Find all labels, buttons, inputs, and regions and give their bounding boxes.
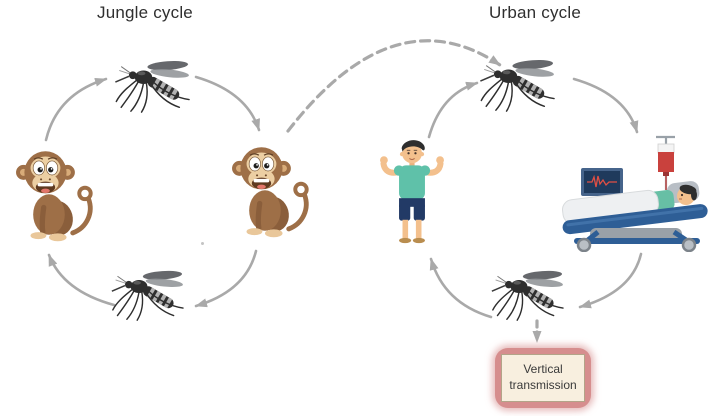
arrow-jungle-monkey-left-to-mosquito-top: [44, 77, 108, 142]
vertical-transmission-label: Vertical transmission: [501, 354, 585, 402]
arrow-urban-mosquito-top-to-patient: [572, 77, 639, 134]
stray-dot: [201, 242, 204, 245]
jungle-mosquito-bottom-icon: [110, 263, 198, 325]
jungle-monkey-left-icon: [12, 146, 100, 247]
arrow-jungle-mosquito-top-to-monkey-right: [194, 75, 261, 132]
urban-cycle-title: Urban cycle: [489, 3, 581, 22]
vertical-transmission-line2: transmission: [509, 378, 577, 392]
dashed-arrow-jungle-to-urban: [286, 39, 502, 133]
arrow-jungle-monkey-right-to-mosquito-bottom: [194, 249, 258, 308]
jungle-monkey-right-icon: [228, 142, 316, 243]
arrow-urban-mosquito-bottom-to-man: [429, 257, 493, 319]
hospital-bed-icon: [562, 132, 710, 252]
healthy-man-icon: [372, 136, 452, 250]
arrow-jungle-mosquito-bottom-to-monkey-left: [47, 253, 116, 307]
jungle-cycle-title: Jungle cycle: [97, 3, 193, 22]
arrow-man-to-urban-mosquito-top: [427, 81, 479, 139]
urban-mosquito-top-icon: [478, 52, 570, 116]
jungle-mosquito-top-icon: [113, 53, 205, 117]
vertical-transmission-box: Vertical transmission: [495, 348, 591, 408]
arrow-patient-to-urban-mosquito-bottom: [578, 252, 643, 309]
vertical-transmission-line1: Vertical: [523, 362, 563, 377]
urban-mosquito-bottom-icon: [490, 263, 578, 325]
